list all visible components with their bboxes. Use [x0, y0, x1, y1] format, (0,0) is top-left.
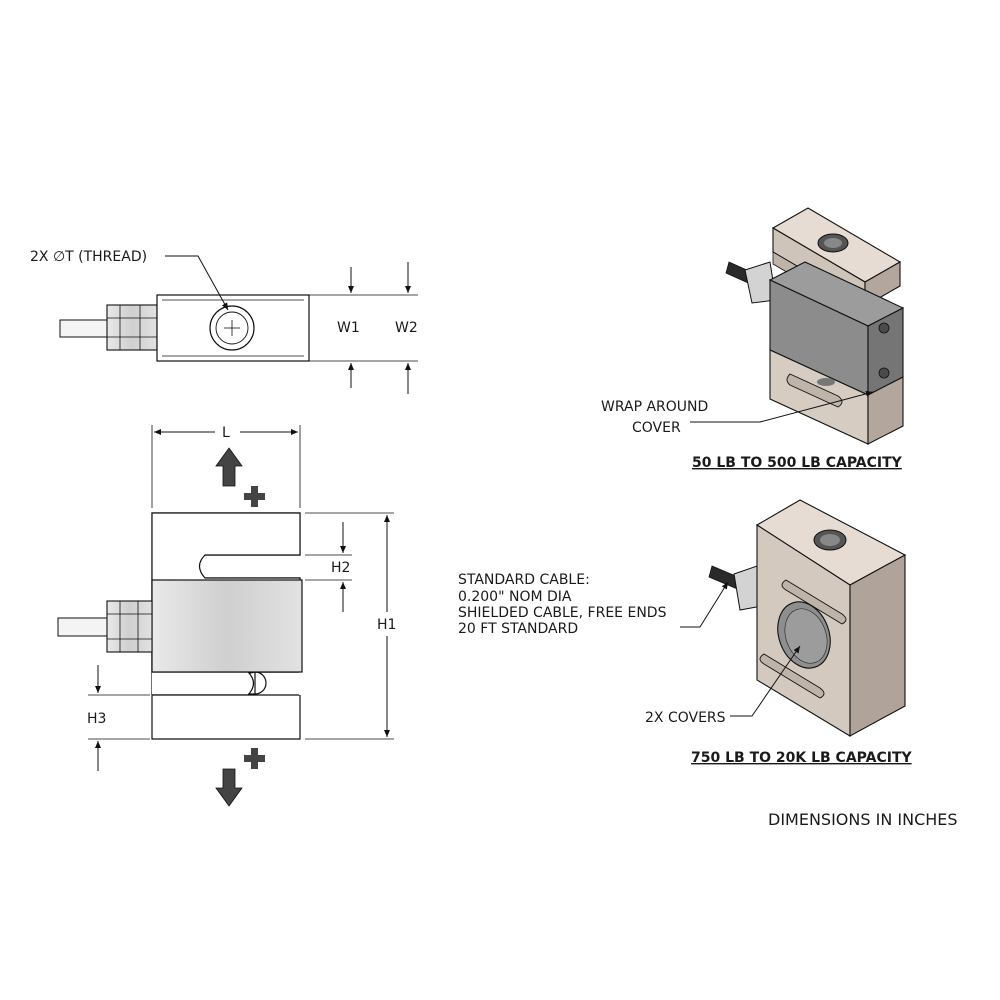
- cable-label-line1: STANDARD CABLE:: [458, 572, 590, 588]
- plus-icon: [244, 748, 265, 769]
- large-capacity-caption: 750 LB TO 20K LB CAPACITY: [691, 750, 913, 766]
- w2-label: W2: [395, 320, 418, 336]
- cable-label-line2: 0.200" NOM DIA: [458, 589, 572, 605]
- thread-label: 2X ∅T (THREAD): [30, 249, 147, 265]
- wrap-cover-label-line2: COVER: [632, 420, 681, 436]
- covers-label: 2X COVERS: [645, 710, 726, 726]
- small-capacity-caption: 50 LB TO 500 LB CAPACITY: [692, 455, 903, 471]
- h1-label: H1: [377, 617, 396, 633]
- wrap-cover-label-line1: WRAP AROUND: [601, 399, 708, 415]
- top-view: 2X ∅T (THREAD) W1 W2: [30, 249, 418, 394]
- cable-label-line3: SHIELDED CABLE, FREE ENDS: [458, 605, 667, 621]
- iso-large-capacity: STANDARD CABLE: 0.200" NOM DIA SHIELDED …: [458, 499, 913, 766]
- iso-small-capacity: WRAP AROUND COVER 50 LB TO 500 LB CAPACI…: [601, 207, 905, 471]
- tension-up-arrow-icon: [215, 447, 243, 487]
- compression-down-arrow-icon: [215, 768, 243, 807]
- units-note: DIMENSIONS IN INCHES: [768, 810, 958, 829]
- h2-label: H2: [331, 560, 350, 576]
- front-view: L H2 H1 H3: [57, 425, 396, 807]
- h3-label: H3: [87, 711, 106, 727]
- l-label: L: [222, 425, 230, 441]
- w1-label: W1: [337, 320, 360, 336]
- cable-label-line4: 20 FT STANDARD: [458, 621, 578, 637]
- plus-icon: [244, 486, 265, 507]
